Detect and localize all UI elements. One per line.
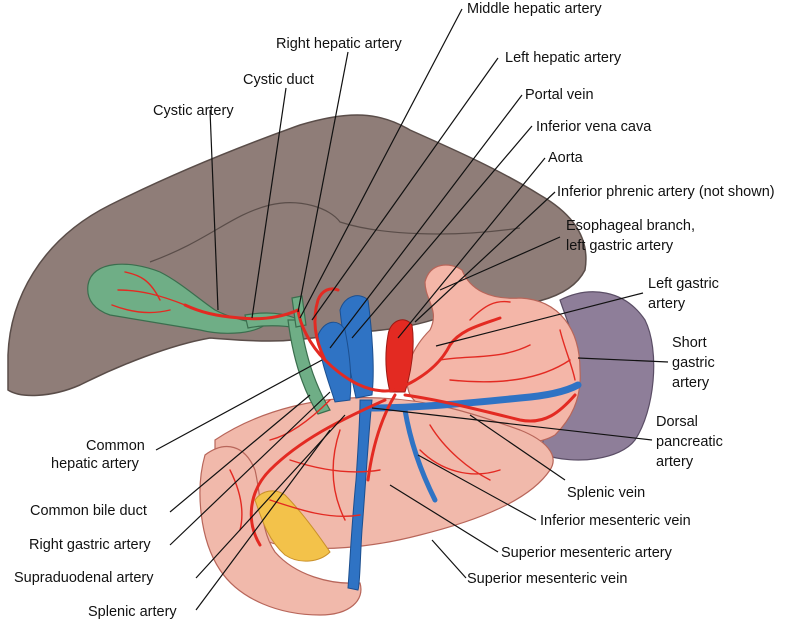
- leader-lines: [155, 8, 669, 611]
- label-superior-mesenteric-vein: Superior mesenteric vein: [467, 571, 627, 587]
- label-short-gastric-3: artery: [672, 375, 710, 391]
- label-short-gastric-1: Short: [672, 335, 707, 351]
- splenic-vein: [366, 381, 582, 412]
- label-superior-mesenteric-artery: Superior mesenteric artery: [501, 545, 673, 561]
- inferior-mesenteric-vein: [402, 407, 438, 503]
- label-cystic-duct: Cystic duct: [243, 72, 314, 88]
- artery-branches: [111, 271, 577, 547]
- label-splenic-vein: Splenic vein: [567, 485, 645, 501]
- label-common-hepatic-1: Common: [86, 438, 145, 454]
- superior-mesenteric-vein: [347, 399, 373, 591]
- label-portal-vein: Portal vein: [525, 87, 594, 103]
- label-inferior-vena-cava: Inferior vena cava: [536, 119, 652, 135]
- label-splenic-artery: Splenic artery: [88, 604, 177, 620]
- label-left-hepatic-artery: Left hepatic artery: [505, 50, 622, 66]
- label-dorsal-pancreatic-2: pancreatic: [656, 434, 723, 450]
- liver: [7, 114, 587, 397]
- label-common-hepatic-2: hepatic artery: [51, 456, 140, 472]
- label-esophageal-branch-2: left gastric artery: [566, 238, 674, 254]
- label-cystic-artery: Cystic artery: [153, 103, 234, 119]
- portal-vein: [317, 321, 352, 403]
- label-aorta: Aorta: [548, 150, 584, 166]
- duodenum: [199, 446, 362, 616]
- label-right-gastric-artery: Right gastric artery: [29, 537, 151, 553]
- label-left-gastric-2: artery: [648, 296, 686, 312]
- label-dorsal-pancreatic-1: Dorsal: [656, 414, 698, 430]
- label-esophageal-branch-1: Esophageal branch,: [566, 218, 695, 234]
- label-left-gastric-1: Left gastric: [648, 276, 719, 292]
- liver-fold: [149, 202, 521, 263]
- duodenal-fat: [254, 490, 331, 562]
- label-inferior-mesenteric-vein: Inferior mesenteric vein: [540, 513, 691, 529]
- label-short-gastric-2: gastric: [672, 355, 715, 371]
- label-right-hepatic-artery: Right hepatic artery: [276, 36, 402, 52]
- aorta: [385, 319, 414, 393]
- label-middle-hepatic-artery: Middle hepatic artery: [467, 1, 602, 17]
- label-common-bile-duct: Common bile duct: [30, 503, 147, 519]
- label-dorsal-pancreatic-3: artery: [656, 454, 694, 470]
- label-supraduodenal-artery: Supraduodenal artery: [14, 570, 154, 586]
- label-inferior-phrenic-artery: Inferior phrenic artery (not shown): [557, 184, 775, 200]
